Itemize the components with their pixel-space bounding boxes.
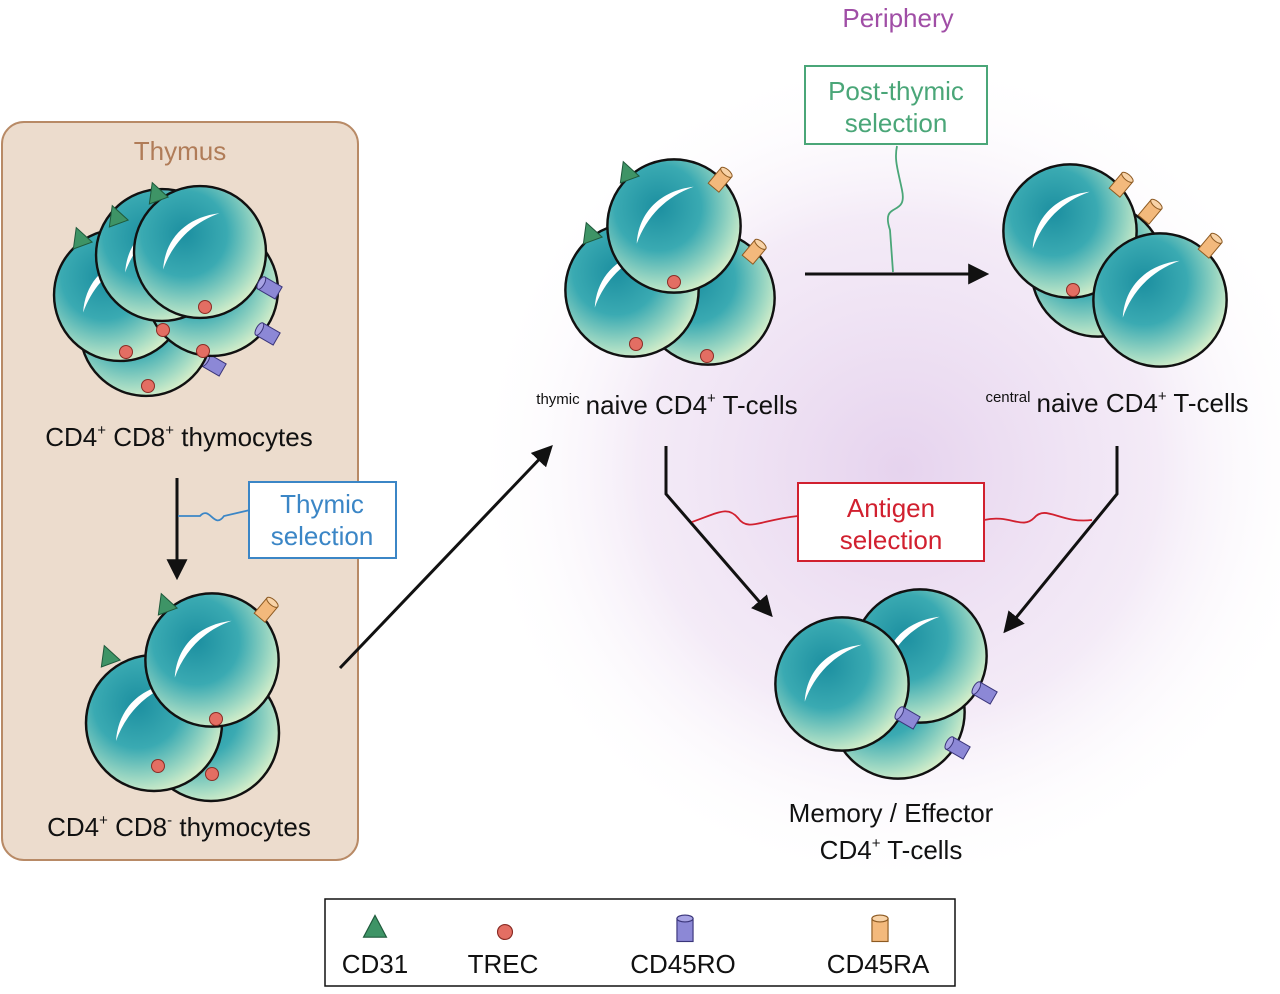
thymic-selection-line2: selection (271, 521, 374, 551)
central-to-memory-arrow (1003, 446, 1119, 634)
legend-trec: TREC (468, 949, 539, 979)
legend-cd45ro: CD45RO (630, 949, 735, 979)
thymic-selection-line1: Thymic (280, 489, 364, 519)
naive-to-memory-arrow (664, 446, 773, 618)
sp-to-naive-arrow (338, 444, 553, 670)
post-thymic-selection-box (804, 65, 988, 145)
post-thymic-selection-line1: Post-thymic (828, 76, 964, 106)
antigen-connector-left (691, 510, 799, 526)
memory-label-line2: CD4+ T-cells (820, 835, 963, 865)
thymic-selection-connector (178, 509, 251, 522)
thymic-selection-box (248, 481, 397, 559)
periphery-label: Periphery (842, 3, 953, 33)
antigen-selection-line1: Antigen (847, 493, 935, 523)
sp-thymocytes-label: CD4+ CD8- thymocytes (47, 812, 311, 842)
memory-label-line1: Memory / Effector (789, 798, 994, 828)
antigen-selection-line2: selection (840, 525, 943, 555)
cd45ra-icon (871, 914, 889, 943)
dp-thymocytes-label: CD4+ CD8+ thymocytes (45, 422, 313, 452)
post-thymic-selection-line2: selection (845, 108, 948, 138)
legend: CD31 TREC CD45RO CD45RA (324, 898, 956, 987)
post-thymic-selection-connector (887, 145, 904, 273)
antigen-connector-right (983, 512, 1093, 524)
antigen-selection-box (797, 482, 985, 562)
legend-cd31: CD31 (342, 949, 408, 979)
thymus-label: Thymus (134, 136, 226, 166)
legend-box (324, 898, 956, 987)
legend-cd45ra: CD45RA (827, 949, 930, 979)
cd45ro-icon (676, 914, 694, 943)
trec-icon (496, 923, 514, 941)
